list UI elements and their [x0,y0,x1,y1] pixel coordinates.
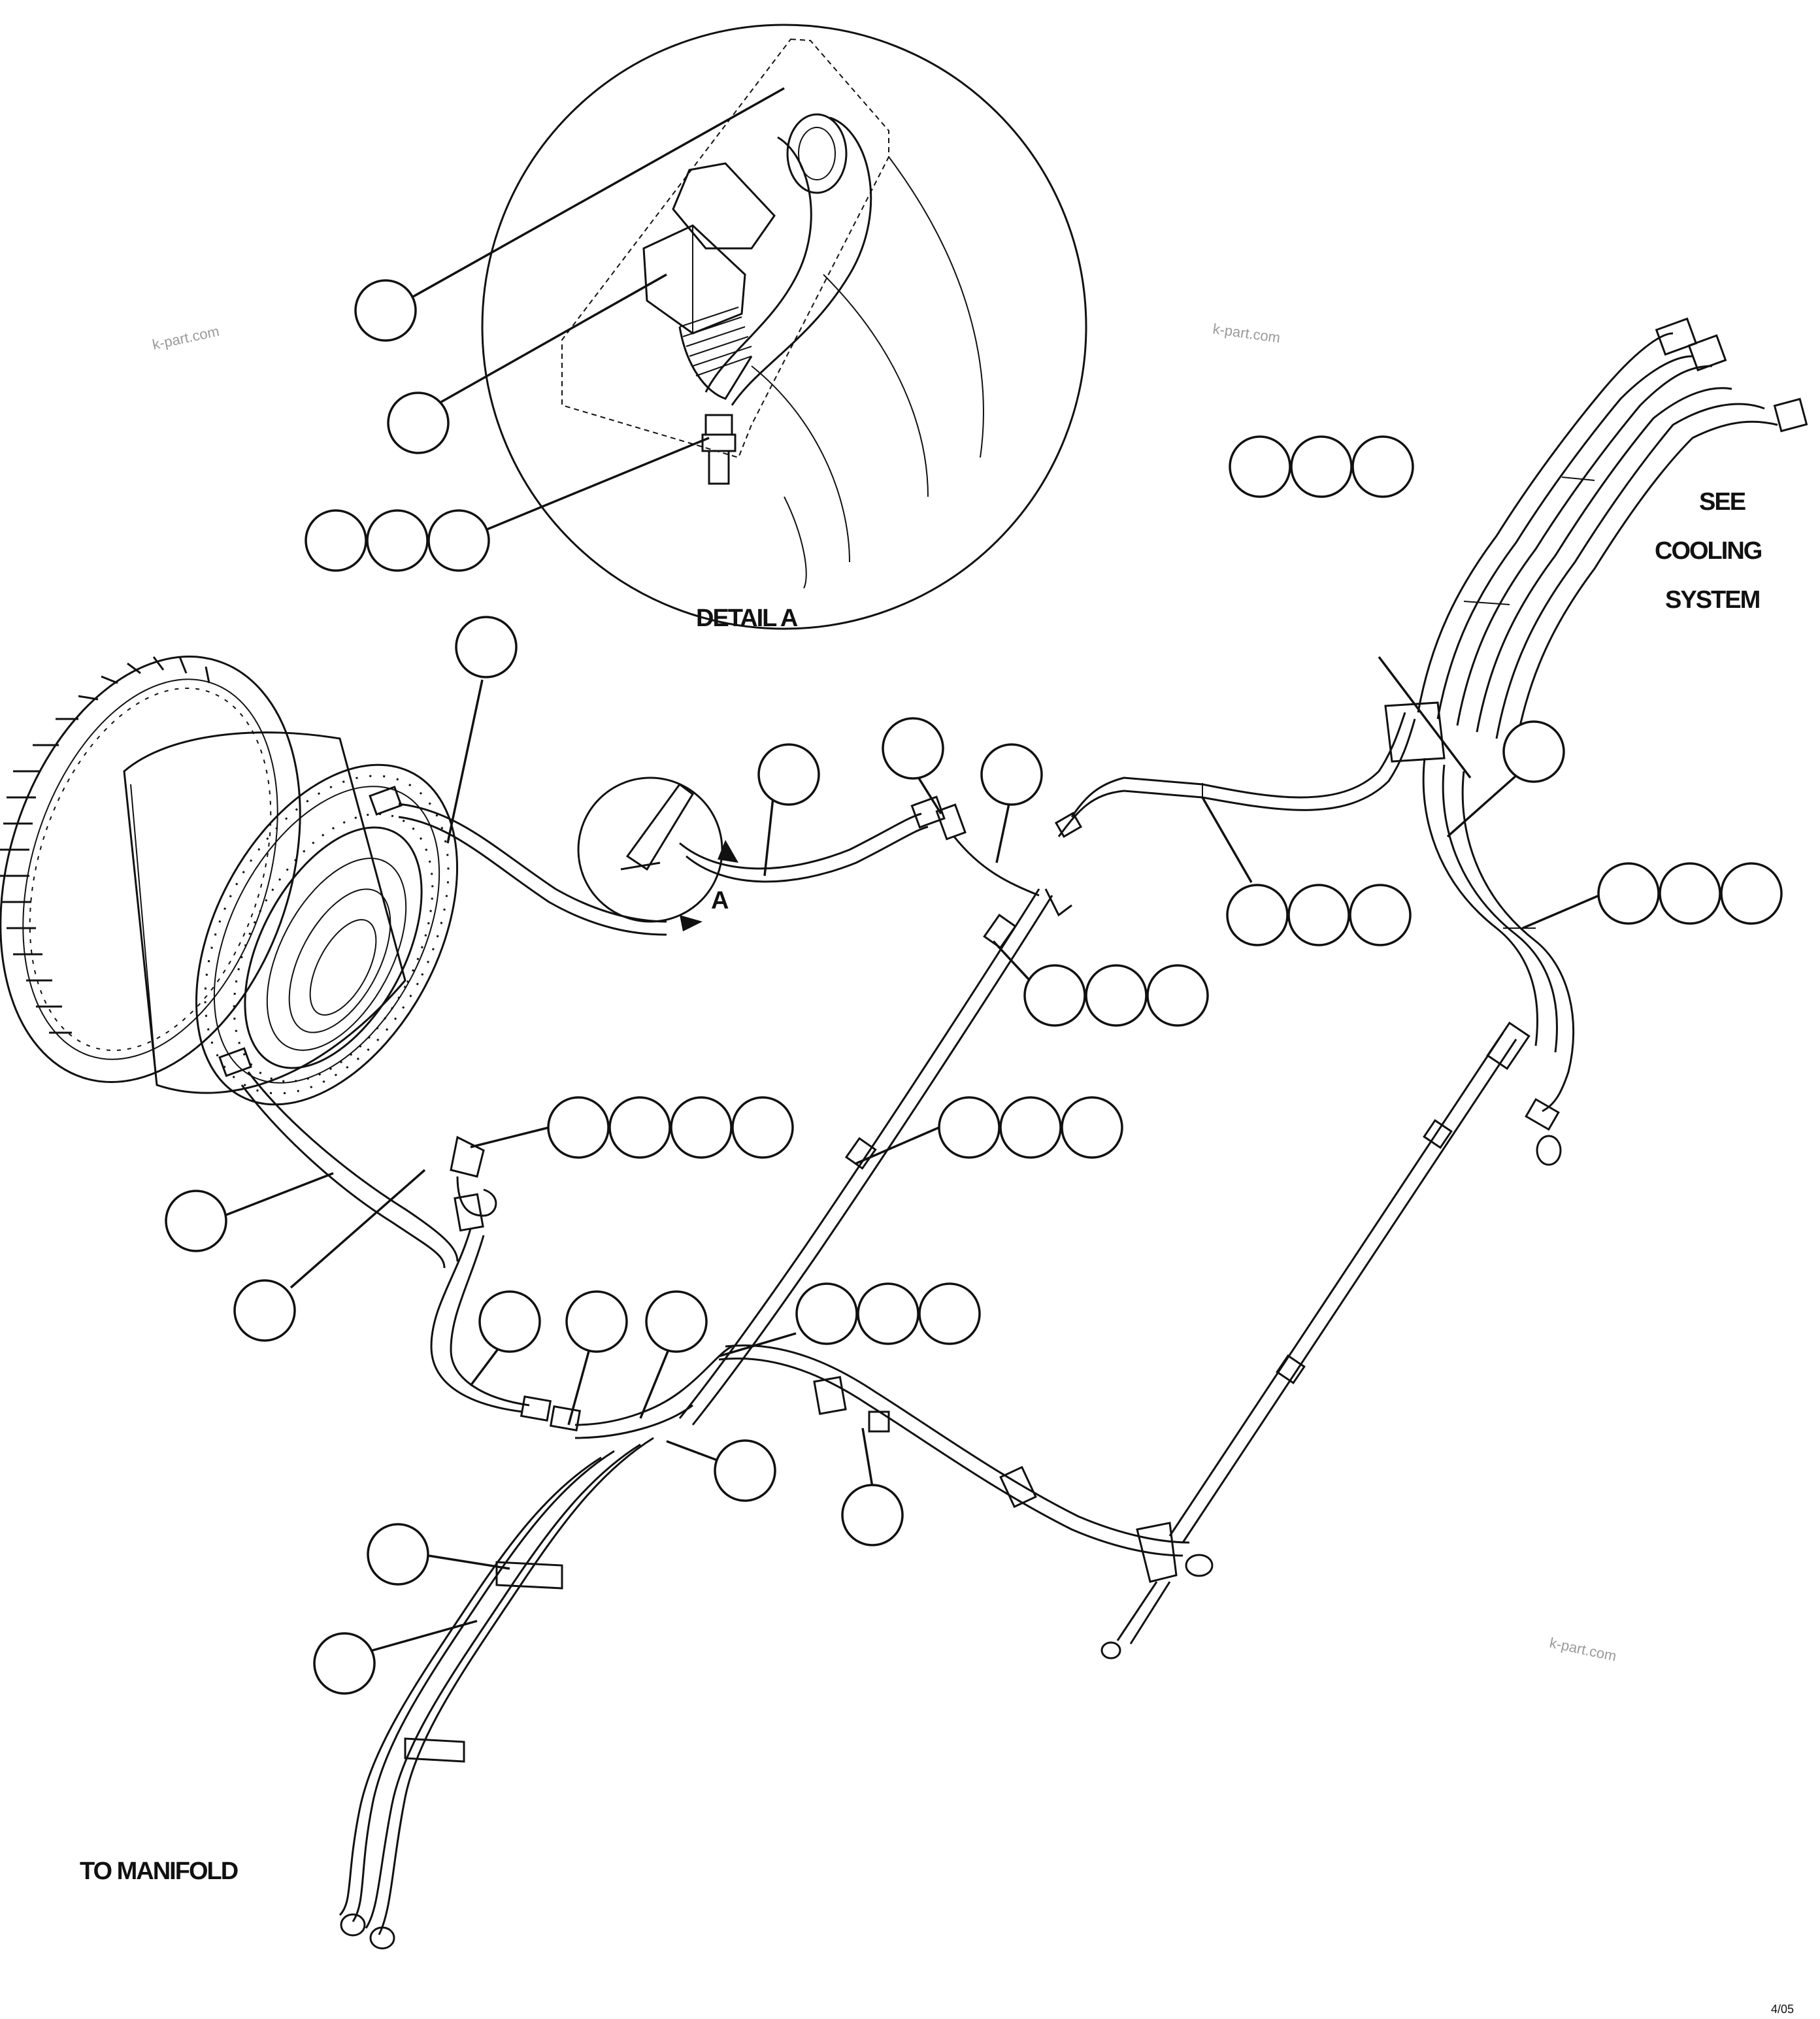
watermark-1: k-part.com [151,323,221,353]
watermark-2: k-part.com [1212,320,1281,346]
view-marker-a: A [711,887,729,914]
see-note-line1: SEE [1699,488,1746,516]
see-note-line2: COOLING [1655,537,1762,565]
transmission-housing [0,656,459,1106]
callout-balloons [165,435,1783,1695]
drawing-code: 4/05 [1771,2003,1794,2016]
leader-lines [215,656,1600,1652]
watermark-3: k-part.com [1548,1634,1618,1664]
see-note-line3: SYSTEM [1665,586,1760,614]
to-manifold-note: TO MANIFOLD [80,1858,238,1885]
hose-lines [240,317,1808,1950]
detail-a-label: DETAIL A [696,605,798,632]
detail-a-view [411,24,1087,630]
callout-balloons-detail [305,279,490,572]
